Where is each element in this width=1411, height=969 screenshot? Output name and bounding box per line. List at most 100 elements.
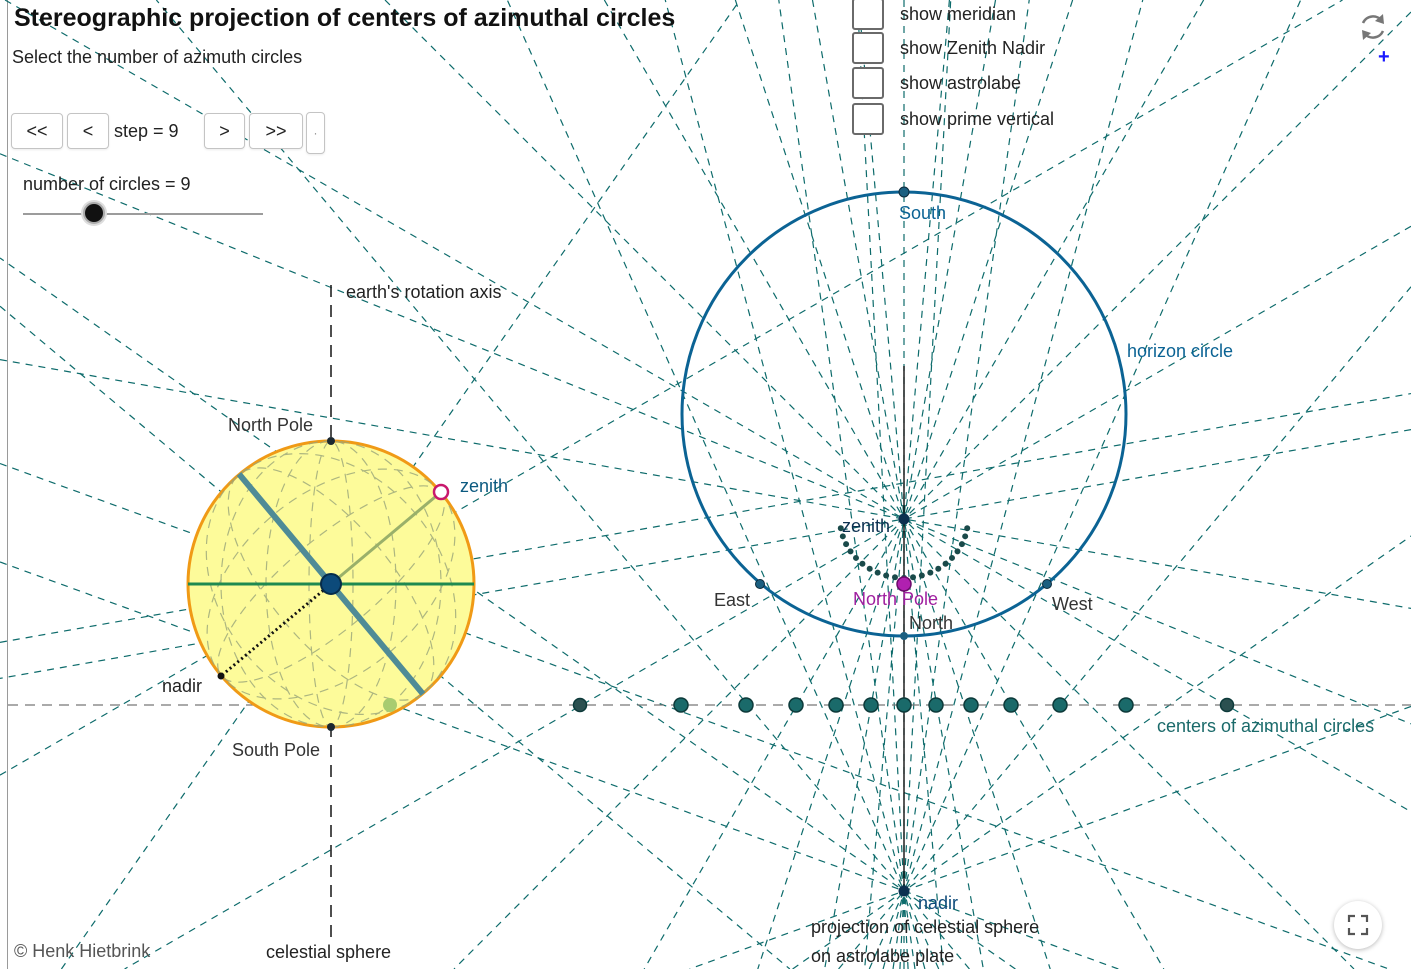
azimuthal-center-point bbox=[1003, 697, 1019, 713]
azimuth-line bbox=[4, 0, 1411, 813]
azimuth-line bbox=[0, 257, 1016, 969]
circles-count-label: number of circles = 9 bbox=[23, 174, 191, 194]
credit-text: © Henk Hietbrink bbox=[14, 941, 151, 961]
page-subtitle: Select the number of azimuth circles bbox=[12, 47, 303, 67]
projected-point bbox=[942, 560, 949, 567]
rotation-axis-label: earth's rotation axis bbox=[346, 282, 502, 302]
azimuth-line bbox=[757, 0, 1074, 969]
checkbox-box[interactable] bbox=[852, 0, 884, 30]
checkbox-show-astrolabe[interactable]: show astrolabe bbox=[852, 66, 1021, 100]
checkbox-label: show Zenith Nadir bbox=[900, 37, 1046, 58]
plate-caption-line1: projection of celestial sphere bbox=[811, 917, 1039, 937]
projected-point bbox=[891, 574, 898, 581]
azimuthal-center-point bbox=[788, 697, 804, 713]
projected-point bbox=[852, 554, 859, 561]
plate-nadir-label: nadir bbox=[918, 893, 958, 913]
celestial-sphere bbox=[186, 437, 476, 731]
azimuth-line bbox=[778, 0, 916, 969]
checkbox-box[interactable] bbox=[852, 32, 884, 64]
azimuthal-center-point bbox=[738, 697, 754, 713]
azimuth-line bbox=[124, 225, 1411, 969]
nadir-label: nadir bbox=[162, 676, 202, 696]
azimuthal-center-point bbox=[1219, 697, 1235, 713]
azimuthal-center-point bbox=[572, 697, 588, 713]
checkbox-label: show meridian bbox=[900, 3, 1017, 24]
projected-point bbox=[843, 541, 850, 548]
prev-step-button[interactable]: < bbox=[67, 113, 109, 149]
azimuth-line bbox=[899, 0, 952, 969]
azimuth-line bbox=[0, 153, 1411, 725]
east-label: East bbox=[714, 590, 750, 610]
projected-point bbox=[883, 572, 890, 579]
azimuth-line bbox=[734, 0, 1051, 969]
azimuth-line bbox=[824, 0, 997, 969]
zenith-label: zenith bbox=[460, 476, 508, 496]
celestial-sphere-caption: celestial sphere bbox=[266, 942, 391, 962]
page-title: Stereographic projection of centers of a… bbox=[14, 4, 676, 32]
checkbox-label: show prime vertical bbox=[900, 108, 1055, 129]
plate-north-pole-label: North Pole bbox=[853, 589, 938, 609]
azimuthal-center-point bbox=[863, 697, 879, 713]
checkbox-box[interactable] bbox=[852, 103, 884, 135]
projected-point bbox=[859, 560, 866, 567]
azimuthal-centers bbox=[572, 697, 1235, 713]
plate-caption-line2: on astrolabe plate bbox=[811, 946, 954, 966]
azimuth-line bbox=[0, 0, 1343, 776]
checkbox-box[interactable] bbox=[852, 67, 884, 99]
checkbox-show-prime-vertical[interactable]: show prime vertical bbox=[852, 102, 1054, 136]
azimuth-line bbox=[643, 0, 1205, 969]
azimuth-line bbox=[664, 0, 926, 969]
checkbox-show-meridian[interactable]: show meridian bbox=[852, 0, 1016, 31]
fullscreen-button[interactable] bbox=[1334, 901, 1382, 949]
south-pole-label: South Pole bbox=[232, 740, 320, 760]
projected-point bbox=[874, 569, 881, 576]
azimuthal-center-point bbox=[928, 697, 944, 713]
azimuthal-center-point bbox=[828, 697, 844, 713]
projected-point bbox=[927, 569, 934, 576]
projected-point bbox=[866, 565, 873, 572]
projected-point bbox=[837, 525, 844, 532]
projected-point bbox=[918, 572, 925, 579]
next-step-button[interactable]: > bbox=[204, 113, 245, 149]
azimuth-line bbox=[453, 11, 1411, 969]
plate-zenith-label: zenith bbox=[842, 516, 890, 536]
projected-point bbox=[964, 525, 971, 532]
azimuthal-center-point bbox=[1052, 697, 1068, 713]
astrolabe-plate bbox=[572, 186, 1235, 897]
azimuthal-center-point bbox=[963, 697, 979, 713]
checkbox-label: show astrolabe bbox=[900, 72, 1022, 93]
projected-point bbox=[962, 533, 969, 540]
azimuth-line bbox=[506, 0, 940, 969]
frame-left-edge bbox=[7, 0, 8, 969]
azimuth-line bbox=[603, 0, 1165, 969]
play-button[interactable]: · bbox=[306, 112, 325, 154]
azimuth-line bbox=[155, 0, 970, 969]
circles-slider-track[interactable] bbox=[23, 213, 263, 215]
azimuth-line bbox=[689, 705, 1411, 969]
north-label: North bbox=[909, 613, 953, 633]
azimuth-line bbox=[882, 0, 1144, 969]
azimuth-line bbox=[384, 0, 1355, 969]
reset-icon[interactable] bbox=[1356, 10, 1390, 44]
azimuthal-center-point bbox=[1118, 697, 1134, 713]
azimuth-line bbox=[792, 535, 1411, 969]
azimuth-line bbox=[0, 561, 1119, 969]
north-pole-label: North Pole bbox=[228, 415, 313, 435]
azimuth-line bbox=[0, 359, 1411, 609]
projected-point bbox=[935, 565, 942, 572]
plus-icon[interactable]: + bbox=[1378, 46, 1390, 68]
projected-point bbox=[958, 541, 965, 548]
circles-slider-knob[interactable] bbox=[83, 202, 105, 224]
azimuth-line bbox=[811, 0, 984, 969]
azimuthal-center-point bbox=[673, 697, 689, 713]
checkbox-show-zenith-nadir[interactable]: show Zenith Nadir bbox=[852, 31, 1045, 65]
last-step-button[interactable]: >> bbox=[249, 113, 303, 149]
horizon-circle-label: horizon circle bbox=[1127, 341, 1233, 361]
azimuth-line bbox=[864, 0, 951, 969]
south-label: South bbox=[899, 203, 946, 223]
azimuth-line bbox=[892, 0, 1030, 969]
first-step-button[interactable]: << bbox=[11, 113, 63, 149]
projected-point bbox=[847, 548, 854, 555]
